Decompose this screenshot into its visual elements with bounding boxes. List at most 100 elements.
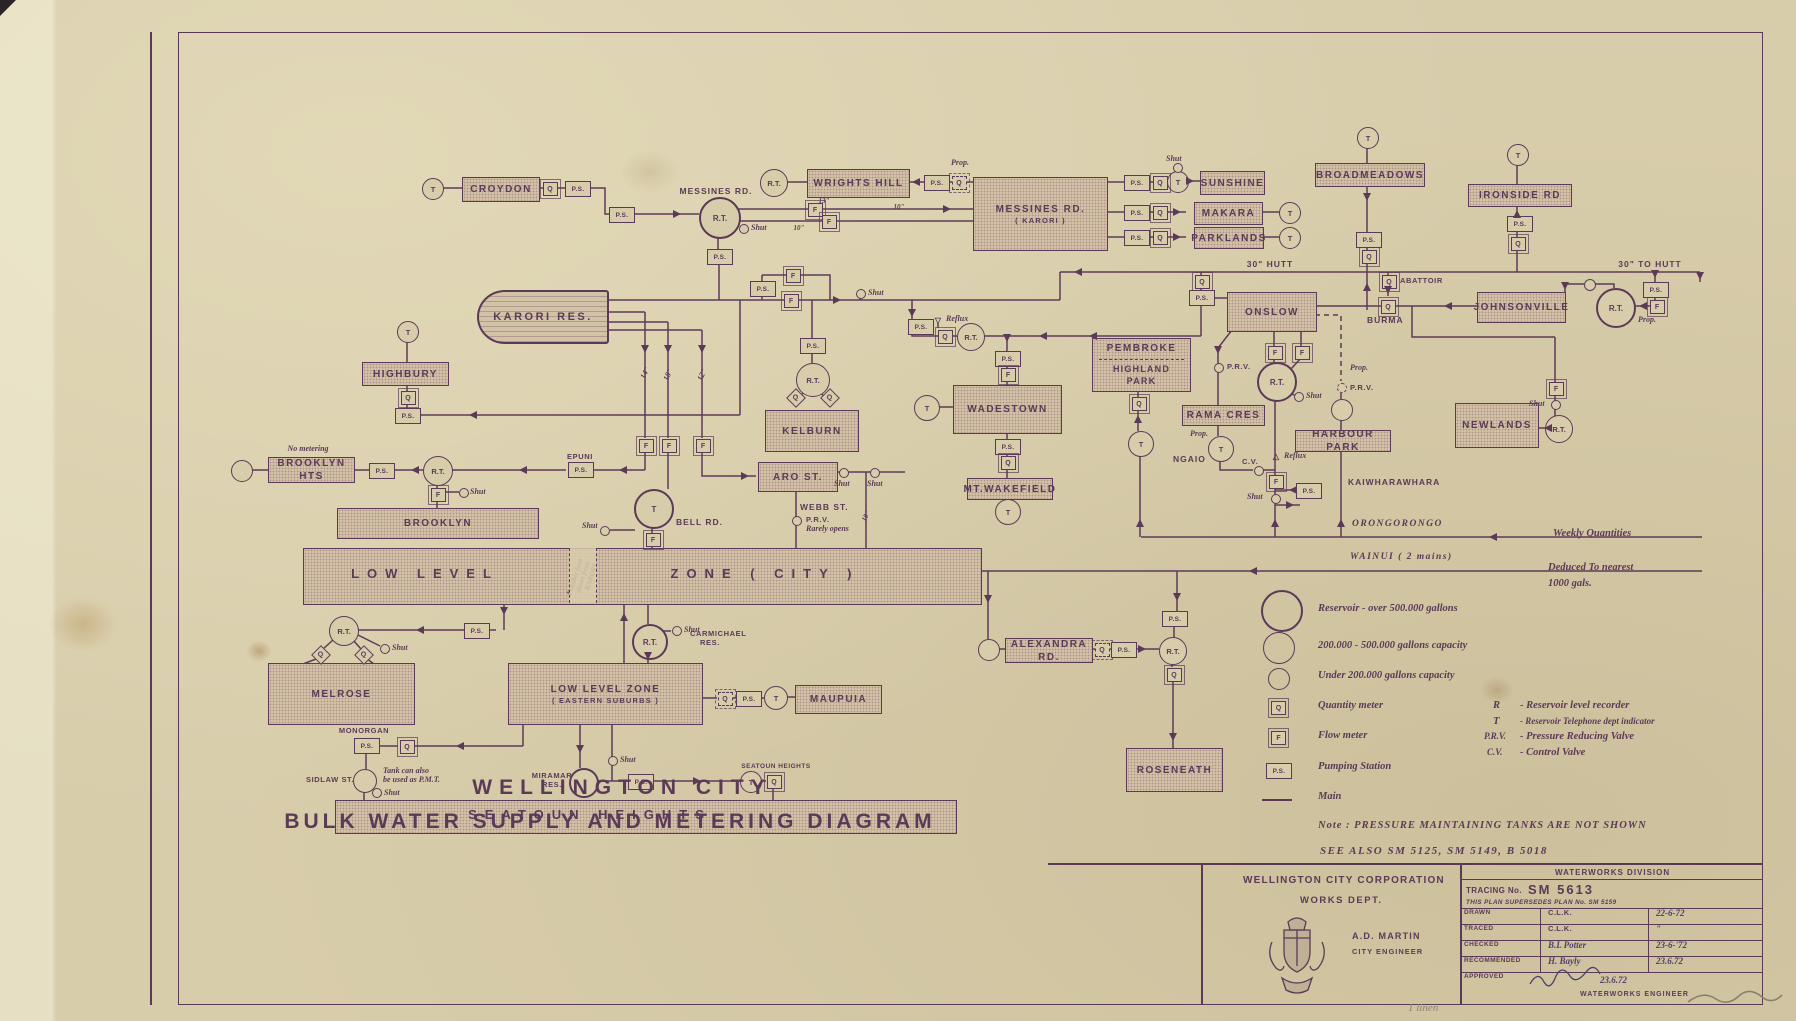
title-block-engineer-title: CITY ENGINEER [1352, 947, 1424, 956]
telephone-indicator-circle: T [422, 178, 444, 200]
diagram-label: Deduced To nearest [1548, 562, 1634, 573]
signoff-date: 23.6.72 [1656, 956, 1683, 966]
flow-meter-box: F [635, 436, 657, 456]
flow-arrow [619, 466, 627, 474]
title-block-engineer-name: A.D. MARTIN [1352, 931, 1421, 941]
title-block-division: WATERWORKS DIVISION [1555, 868, 1671, 877]
diagram-label: Prop. [951, 158, 969, 167]
flow-meter-box: F [1265, 472, 1287, 492]
reservoir-rt-circle: R.T. [1159, 637, 1187, 665]
valve-label: Shut [392, 643, 408, 652]
diagram-label: be used as P.M.T. [383, 775, 440, 784]
valve-label: Shut [868, 288, 884, 297]
reservoir-rt-circle: R.T. [1257, 362, 1297, 402]
zone-box-seatoun-heights-band [335, 800, 957, 834]
legend-quantity-meter-label: Quantity meter [1318, 700, 1384, 711]
quantity-meter-box: Q [1358, 247, 1380, 267]
zone-box-rama-cres: RAMA CRES [1182, 405, 1265, 426]
signoff-date: 23-6-'72 [1656, 940, 1687, 950]
flow-arrow [943, 205, 951, 213]
shut-valve [1271, 494, 1281, 504]
zone-box-low-level-zone-eastern: LOW LEVEL ZONE( EASTERN SUBURBS ) [508, 663, 703, 725]
legend-pumping-station-icon: P.S. [1266, 763, 1292, 779]
legend-main-line-icon [1262, 799, 1292, 801]
quantity-meter-box: Q [396, 737, 418, 757]
flow-arrow [1363, 193, 1371, 201]
flow-arrow [1289, 486, 1297, 494]
flow-arrow [1363, 283, 1371, 291]
flow-arrow [519, 466, 527, 474]
flow-arrow [1513, 210, 1521, 218]
legend-reservoir-medium-label: 200.000 - 500.000 gallons capacity [1318, 640, 1468, 651]
pumping-station-box: P.S. [1643, 282, 1669, 298]
shut-valve [459, 488, 469, 498]
drawing-border [178, 32, 1763, 1005]
pumping-station-box: P.S. [1124, 230, 1150, 246]
pencil-note: 1 linen [1408, 1002, 1439, 1014]
diagram-label: C.V. [1242, 457, 1259, 466]
diagram-label: P.R.V. [806, 515, 830, 524]
diagram-label: Tank can also [383, 766, 429, 775]
title-block-line [1460, 924, 1763, 925]
pumping-station-box: P.S. [1189, 290, 1215, 306]
flow-arrow [644, 652, 652, 660]
note-see-also: SEE ALSO SM 5125, SM 5149, B 5018 [1320, 845, 1548, 857]
signoff-value: H. Bayly [1548, 956, 1581, 966]
flow-arrow [416, 626, 424, 634]
quantity-meter-box: Q [1149, 203, 1171, 223]
reservoir-circle [978, 639, 1000, 661]
telephone-indicator-circle: T [740, 771, 762, 793]
quantity-meter-box: Q [1507, 234, 1529, 254]
legend-main-label: Main [1318, 791, 1342, 802]
pumping-station-box: P.S. [1507, 216, 1533, 232]
shut-valve [839, 468, 849, 478]
flow-arrow [576, 745, 584, 753]
flow-arrow [1286, 501, 1294, 509]
diagram-label: △ [1272, 452, 1280, 461]
reservoir-rt-circle: R.T. [699, 197, 741, 239]
telephone-indicator-circle: T [1507, 144, 1529, 166]
reservoir-circle [231, 460, 253, 482]
zone-box-johnsonville: JOHNSONVILLE [1474, 292, 1568, 323]
flow-arrow [1214, 346, 1222, 354]
zone-box-messines-karori: MESSINES RD.( KARORI ) [973, 177, 1108, 251]
reservoir-rt-circle: R.T. [957, 323, 985, 351]
flow-meter-box: F [997, 365, 1019, 385]
flow-meter-box: F [818, 212, 840, 232]
diagram-label: MIRAMAR [531, 771, 573, 780]
diagram-label: ▽ [934, 316, 942, 325]
pumping-station-box: P.S. [1162, 611, 1188, 627]
diagram-label: 10" [893, 203, 905, 211]
diagram-label: Prop. [1638, 315, 1656, 324]
title-block-line [1460, 956, 1763, 957]
telephone-indicator-circle: T [1208, 436, 1234, 462]
pumping-station-box: P.S. [369, 463, 395, 479]
flow-meter-box: F [1646, 297, 1668, 317]
flow-arrow [693, 777, 701, 785]
flow-arrow [456, 742, 464, 750]
diagram-label: MONORGAN [338, 726, 390, 735]
flow-arrow [1384, 286, 1392, 294]
quantity-meter-box: Q [1163, 665, 1185, 685]
drawing-title-main: BULK WATER SUPPLY AND METERING DIAGRAM [284, 810, 936, 833]
flow-arrow [1544, 424, 1552, 432]
valve-label: Shut [470, 487, 486, 496]
quantity-meter-box: Q [1377, 297, 1399, 317]
diagram-label: 10" [793, 224, 805, 232]
valve [1337, 383, 1347, 393]
signoff-label: TRACED [1464, 925, 1494, 932]
flow-arrow [1039, 332, 1047, 340]
legend-quantity-meter-icon: Q [1268, 698, 1289, 718]
diagram-label: P.R.V. [1350, 383, 1374, 392]
zone-box-mt-wakefield: MT.WAKEFIELD [964, 478, 1055, 500]
pumping-station-box: P.S. [1124, 175, 1150, 191]
title-block-tracing-no: SM 5613 [1528, 882, 1595, 897]
flow-meter-box: F [427, 485, 449, 505]
diagram-label: 18" [661, 366, 675, 383]
title-block-corporation: WELLINGTON CITY CORPORATION [1243, 875, 1445, 886]
flow-meter-box: F [780, 291, 802, 311]
flow-meter-box: F [782, 266, 804, 286]
diagram-label: WEBB ST. [800, 502, 849, 512]
zone-box-wrights-hill: WRIGHTS HILL [807, 169, 910, 198]
